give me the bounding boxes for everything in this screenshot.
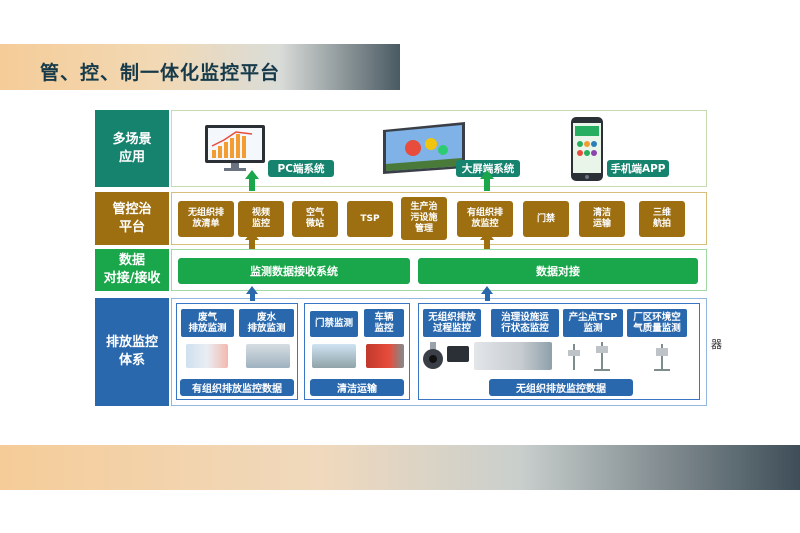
control-item-tsp[interactable]: TSP — [347, 201, 393, 237]
arrow-to-data-right — [485, 293, 490, 301]
access-monitor-card[interactable]: 门禁监测 — [310, 311, 358, 337]
arrow-to-pc — [249, 178, 255, 191]
control-item-air-station[interactable]: 空气 微站 — [292, 201, 338, 237]
gate-image — [312, 344, 356, 368]
arrow-to-control-right — [484, 239, 490, 249]
arrow-head-to-pc — [245, 170, 259, 179]
footer-banner — [0, 445, 800, 490]
stray-character: 器 — [711, 338, 722, 351]
treatment-facility-image — [474, 342, 552, 370]
gas-equipment-image — [186, 344, 228, 368]
data-connect-bar[interactable]: 数据对接 — [418, 258, 698, 284]
clean-transport-footer: 清洁运输 — [310, 379, 404, 396]
row-label-monitor: 排放监控 体系 — [95, 298, 169, 406]
arrow-to-data-left — [250, 293, 255, 301]
vehicle-monitor-card[interactable]: 车辆 监控 — [364, 309, 404, 337]
pc-system-tag[interactable]: PC端系统 — [268, 160, 334, 177]
air-quality-card[interactable]: 厂区环境空 气质量监测 — [627, 309, 687, 337]
title-banner — [0, 44, 400, 90]
unorganized-process-card[interactable]: 无组织排放 过程监控 — [423, 309, 481, 337]
big-screen-icon — [383, 122, 465, 174]
control-item-aerial[interactable]: 三维 航拍 — [639, 201, 685, 237]
arrow-to-screen — [484, 178, 490, 191]
video-screen-image — [447, 346, 469, 362]
arrow-head-to-control-left — [245, 231, 259, 240]
row-label-data: 数据 对接/接收 — [95, 249, 169, 291]
control-item-unorganized-list[interactable]: 无组织排 放清单 — [178, 201, 234, 237]
air-monitor-icon — [654, 344, 670, 371]
page-title: 管、控、制一体化监控平台 — [40, 62, 281, 84]
arrow-head-to-data-left — [246, 286, 258, 294]
pc-monitor-icon — [205, 125, 265, 171]
waste-water-monitor-card[interactable]: 废水 排放监测 — [239, 309, 294, 337]
waste-gas-monitor-card[interactable]: 废气 排放监测 — [181, 309, 234, 337]
truck-image — [366, 344, 404, 368]
tsp-station-icon — [568, 342, 610, 371]
organized-emission-footer: 有组织排放监控数据 — [180, 379, 294, 396]
mobile-app-tag[interactable]: 手机端APP — [607, 160, 669, 177]
big-screen-system-tag[interactable]: 大屏端系统 — [456, 160, 520, 177]
arrow-head-to-control-right — [480, 231, 494, 240]
water-equipment-image — [246, 344, 290, 368]
tsp-monitor-card[interactable]: 产尘点TSP 监测 — [563, 309, 623, 337]
unorganized-emission-footer: 无组织排放监控数据 — [489, 379, 633, 396]
row-label-apps: 多场景 应用 — [95, 110, 169, 187]
control-item-clean-transport[interactable]: 清洁 运输 — [579, 201, 625, 237]
control-item-facility[interactable]: 生产治 污设施 管理 — [401, 197, 447, 240]
data-receive-system-bar[interactable]: 监测数据接收系统 — [178, 258, 410, 284]
arrow-head-to-data-right — [481, 286, 493, 294]
arrow-head-to-screen — [480, 170, 494, 179]
mobile-phone-icon — [571, 117, 603, 181]
facility-status-card[interactable]: 治理设施运 行状态监控 — [491, 309, 559, 337]
arrow-to-control-left — [249, 239, 255, 249]
dome-camera-icon — [423, 342, 443, 369]
row-label-control: 管控治 平台 — [95, 192, 169, 245]
control-item-access[interactable]: 门禁 — [523, 201, 569, 237]
